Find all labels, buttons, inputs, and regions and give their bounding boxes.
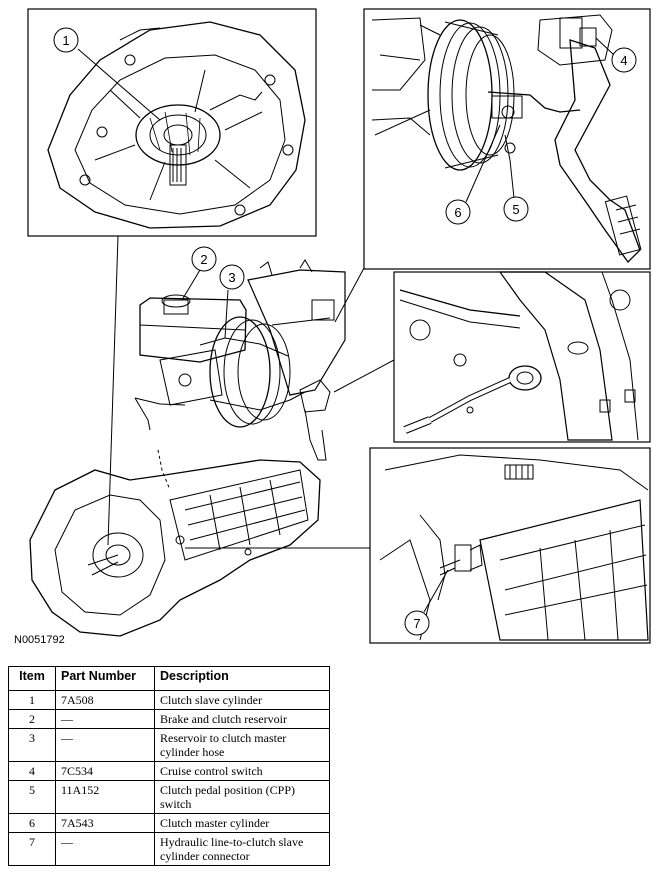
table-row: 3 — Reservoir to clutch master cylinder … — [8, 728, 330, 762]
description-cell: Clutch master cylinder — [154, 813, 330, 833]
transmission — [29, 235, 395, 637]
table-row: 6 7A543 Clutch master cylinder — [8, 813, 330, 833]
inset-pedal-assembly — [363, 8, 651, 270]
description-cell: Brake and clutch reservoir — [154, 709, 330, 729]
item-cell: 5 — [8, 780, 56, 814]
part-number-cell: — — [55, 832, 155, 866]
item-cell: 7 — [8, 832, 56, 866]
parts-table: Item Part Number Description 1 7A508 Clu… — [8, 666, 330, 866]
part-number-cell: — — [55, 728, 155, 762]
part-number-cell: 11A152 — [55, 780, 155, 814]
table-row: 4 7C534 Cruise control switch — [8, 761, 330, 781]
callout-4: 4 — [620, 53, 627, 68]
header-part-number: Part Number — [55, 666, 155, 691]
header-description: Description — [154, 666, 330, 691]
inset-firewall-grommet — [393, 271, 651, 443]
description-cell: Hydraulic line-to-clutch slave cylinder … — [154, 832, 330, 866]
callout-3: 3 — [228, 270, 235, 285]
callout-7: 7 — [413, 616, 420, 631]
description-cell: Clutch slave cylinder — [154, 690, 330, 710]
part-number-cell: 7A508 — [55, 690, 155, 710]
table-row: 7 — Hydraulic line-to-clutch slave cylin… — [8, 832, 330, 866]
figure-id: N0051792 — [14, 634, 65, 646]
callout-1: 1 — [62, 33, 69, 48]
part-number-cell: 7A543 — [55, 813, 155, 833]
item-cell: 2 — [8, 709, 56, 729]
description-cell: Cruise control switch — [154, 761, 330, 781]
callout-6: 6 — [454, 205, 461, 220]
table-header-row: Item Part Number Description — [8, 666, 330, 691]
table-row: 2 — Brake and clutch reservoir — [8, 709, 330, 729]
table-row: 1 7A508 Clutch slave cylinder — [8, 690, 330, 710]
item-cell: 3 — [8, 728, 56, 762]
inset-transmission-connector — [369, 447, 651, 644]
part-number-cell: — — [55, 709, 155, 729]
description-cell: Reservoir to clutch master cylinder hose — [154, 728, 330, 762]
item-cell: 1 — [8, 690, 56, 710]
table-row: 5 11A152 Clutch pedal position (CPP) swi… — [8, 780, 330, 814]
item-cell: 6 — [8, 813, 56, 833]
description-cell: Clutch pedal position (CPP) switch — [154, 780, 330, 814]
part-number-cell: 7C534 — [55, 761, 155, 781]
callout-2: 2 — [200, 252, 207, 267]
callout-5: 5 — [512, 202, 519, 217]
central-assembly — [134, 246, 346, 491]
header-item: Item — [8, 666, 56, 691]
inset-slave-cylinder — [27, 8, 317, 237]
item-cell: 4 — [8, 761, 56, 781]
clutch-hydraulic-diagram: 1 2 3 4 5 6 7 — [27, 8, 651, 644]
